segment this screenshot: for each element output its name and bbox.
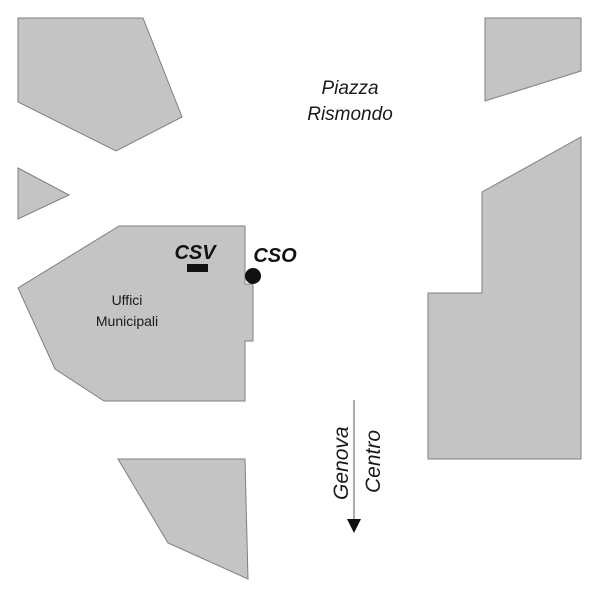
- cso-marker-icon[interactable]: [245, 268, 261, 284]
- building-bottom-left: [117, 458, 249, 580]
- csv-label: CSV: [174, 242, 217, 264]
- genova-label: Genova: [330, 426, 353, 500]
- cso-label: CSO: [253, 245, 297, 267]
- csv-marker-icon[interactable]: [187, 264, 208, 272]
- centro-label: Centro: [362, 430, 385, 493]
- building-left-triangle: [17, 167, 71, 220]
- uffici-municipali-label-line1: Uffici: [112, 292, 143, 308]
- uffici-municipali-label-line2: Municipali: [96, 313, 158, 329]
- piazza-rismondo-label-line2: Rismondo: [307, 104, 393, 125]
- direction-genova-centro: Genova Centro: [330, 400, 385, 533]
- arrow-down-icon: [347, 519, 361, 533]
- building-top-right: [484, 17, 582, 102]
- building-top-left: [17, 17, 183, 152]
- piazza-rismondo-label-line1: Piazza: [321, 78, 378, 99]
- building-right: [427, 136, 582, 460]
